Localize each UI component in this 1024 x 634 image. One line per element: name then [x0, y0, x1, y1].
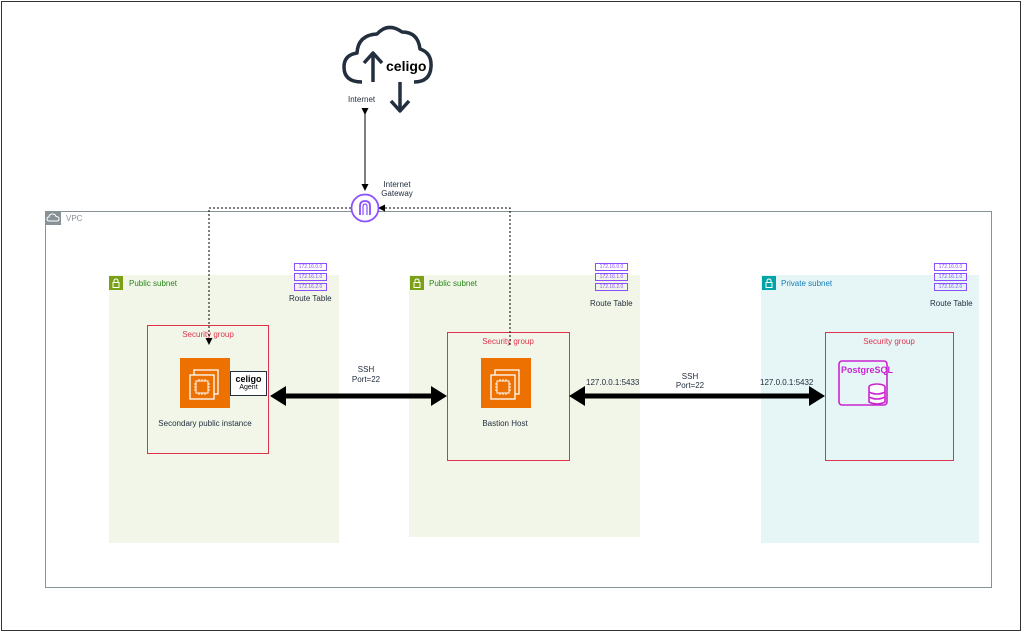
celigo-agent-label: Agent	[239, 384, 258, 391]
vpc-cloud-icon	[45, 211, 61, 225]
ssh-2-label-line2: Port=22	[675, 381, 705, 390]
postgresql-icon	[838, 360, 890, 410]
route-entry: 172.16.1.0	[294, 273, 327, 281]
bastion-host-label: Bastion Host	[482, 419, 528, 428]
security-group-3-label: Security group	[863, 337, 915, 346]
vpc-container	[45, 211, 992, 588]
celigo-brand: celigo	[386, 58, 427, 74]
internet-label: Internet	[348, 95, 376, 104]
ssh-link-2-arrow-left	[569, 386, 585, 406]
route-table-3-label: Route Table	[930, 299, 973, 308]
gateway-label-line1: Internet	[383, 180, 411, 189]
security-group-3	[825, 332, 954, 461]
gateway-secondary-link	[205, 207, 351, 345]
ssh-1-label-line2: Port=22	[351, 375, 381, 384]
lock-icon	[762, 276, 776, 290]
vpc-label: VPC	[66, 214, 83, 223]
ssh-2-label-line1: SSH	[681, 372, 699, 381]
lock-icon	[109, 276, 123, 290]
bastion-gateway-link	[378, 204, 511, 345]
port-5433-label: 127.0.0.1:5433	[586, 378, 640, 387]
route-entry: 172.16.0.0	[595, 263, 628, 271]
internet-gateway-icon	[350, 193, 380, 223]
ec2-instance-icon	[481, 358, 531, 408]
route-table-1-label: Route Table	[289, 294, 332, 303]
lock-icon	[410, 276, 424, 290]
security-group-1-label: Security group	[182, 330, 234, 339]
route-table-1: 172.16.0.0 172.16.1.0 172.16.2.0	[294, 263, 327, 293]
private-subnet-label: Private subnet	[781, 279, 833, 288]
ssh-link-1-arrow-left	[270, 386, 286, 406]
celigo-agent-brand: celigo	[235, 374, 262, 384]
security-group-2	[447, 332, 570, 461]
route-table-2: 172.16.0.0 172.16.1.0 172.16.2.0	[595, 263, 628, 293]
ssh-link-1-arrow-right	[431, 386, 447, 406]
route-entry: 172.16.1.0	[595, 273, 628, 281]
security-group-1	[147, 325, 269, 454]
private-subnet	[761, 275, 979, 543]
ssh-link-2-arrow-right	[809, 386, 825, 406]
route-entry: 172.16.0.0	[934, 263, 967, 271]
secondary-instance-label: Secondary public instance	[158, 419, 252, 428]
route-table-3: 172.16.0.0 172.16.1.0 172.16.2.0	[934, 263, 967, 293]
security-group-2-label: Security group	[482, 337, 534, 346]
celigo-agent-badge: celigo Agent	[230, 371, 267, 396]
ec2-instance-icon	[180, 358, 230, 408]
public-subnet-2-label: Public subnet	[429, 279, 478, 288]
public-subnet-1-label: Public subnet	[129, 279, 178, 288]
route-entry: 172.16.2.0	[294, 283, 327, 291]
route-entry: 172.16.0.0	[294, 263, 327, 271]
ssh-1-label-line1: SSH	[357, 365, 375, 374]
route-entry: 172.16.2.0	[934, 283, 967, 291]
route-entry: 172.16.1.0	[934, 273, 967, 281]
gateway-label-line2: Gateway	[381, 189, 413, 198]
route-table-2-label: Route Table	[590, 299, 633, 308]
port-5432-label: 127.0.0.1:5432	[760, 378, 814, 387]
route-entry: 172.16.2.0	[595, 283, 628, 291]
cloud-icon	[338, 18, 436, 116]
postgresql-label: PostgreSQL	[841, 365, 894, 375]
